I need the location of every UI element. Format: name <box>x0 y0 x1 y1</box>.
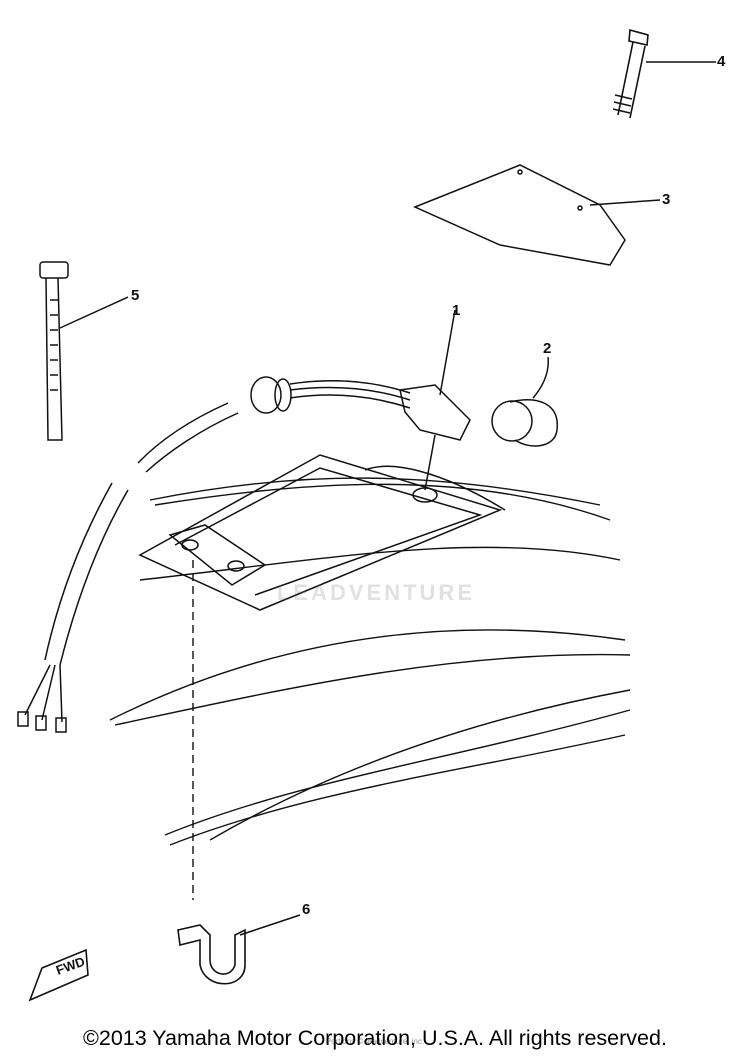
mount-plate <box>168 524 267 586</box>
bolt-part <box>612 28 716 119</box>
callout-2: 2 <box>543 340 552 357</box>
callout-4: 4 <box>717 53 726 70</box>
copyright-notice: ©2013 Yamaha Motor Corporation, U.S.A. A… <box>83 1026 667 1050</box>
watermark: LEADVENTURE <box>276 580 475 605</box>
callout-1: 1 <box>452 302 461 319</box>
clamp-part <box>177 914 301 985</box>
fwd-arrow-icon: FWD <box>28 948 89 1002</box>
callout-5: 5 <box>131 287 140 304</box>
tank-outline <box>138 454 506 611</box>
lower-wire-bundle <box>17 482 129 733</box>
body-contour-lines <box>109 477 631 846</box>
callout-3: 3 <box>662 191 671 208</box>
callout-6: 6 <box>302 901 311 918</box>
sender-unit-part <box>137 309 471 503</box>
cap-part <box>491 356 558 447</box>
small-credit: Portions © leadventure, inc. <box>325 1037 425 1046</box>
flat-plate-part <box>413 164 661 266</box>
cable-tie-part <box>39 261 129 441</box>
